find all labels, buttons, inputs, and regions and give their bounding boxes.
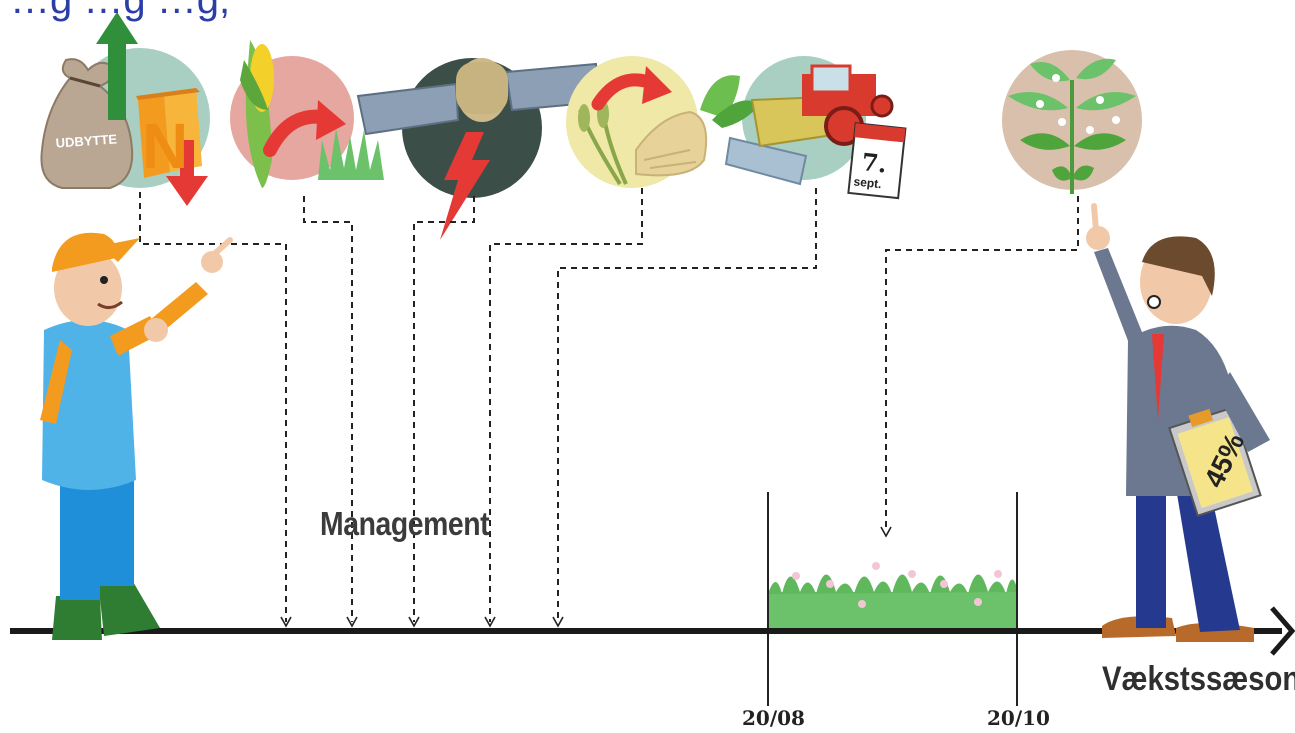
catch-crop-flower-icon (1002, 50, 1142, 194)
page-title: …g …g …g, (10, 0, 231, 22)
growing-season-label: Vækstssæson (1102, 660, 1295, 698)
crop-rotation-beet-icon (566, 56, 708, 188)
nitrogen-letter: N (142, 110, 188, 182)
start-date-label: 20/08 (742, 706, 805, 730)
satellite-icon (356, 58, 602, 240)
crop-rotation-grass-icon (230, 40, 384, 188)
connector-arrowheads (280, 526, 892, 628)
timeline-arrowhead (1270, 606, 1295, 656)
connector-rotation (303, 196, 353, 622)
calendar-day: 7. (860, 147, 888, 178)
yield-nitrogen-icon (40, 12, 210, 206)
connector-yield (139, 192, 287, 622)
end-date-label: 20/10 (987, 706, 1050, 730)
connector-catchcrop (885, 196, 1079, 532)
connector-satellite (413, 196, 475, 622)
advisor-figure (1086, 203, 1270, 642)
management-label: Management (320, 505, 490, 542)
connector-harvest (557, 188, 817, 622)
catch-crop-strip (768, 562, 1018, 632)
harvest-date-icon (700, 56, 907, 200)
calendar-month: sept. (853, 174, 882, 191)
farmer-figure (40, 232, 233, 640)
connector-lines (139, 188, 1079, 622)
connector-beet (489, 188, 643, 622)
yield-bag-label: UDBYTTE (55, 131, 118, 150)
